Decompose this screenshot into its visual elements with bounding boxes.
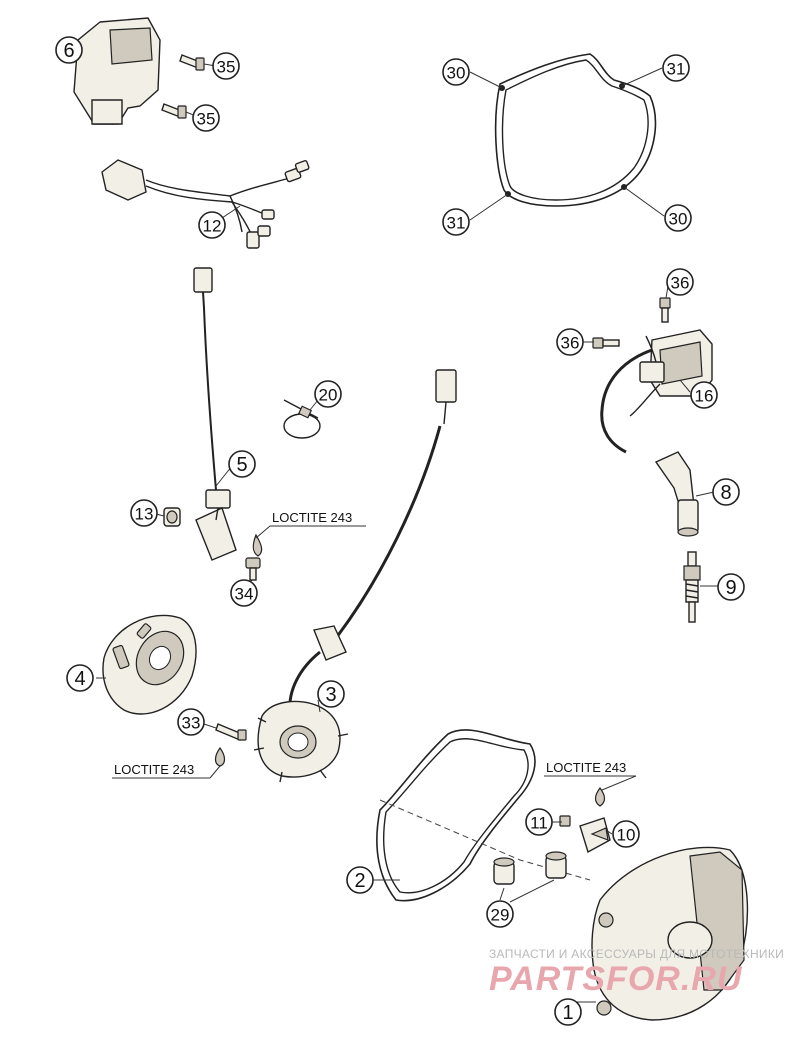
svg-text:31: 31: [447, 214, 466, 233]
svg-text:35: 35: [197, 110, 216, 129]
callout-36-left: 36: [556, 328, 584, 356]
svg-text:8: 8: [720, 482, 731, 504]
callout-31-lower: 31: [442, 208, 470, 236]
callout-10: 10: [612, 820, 640, 848]
svg-text:16: 16: [695, 387, 714, 406]
callout-9: 9: [717, 573, 745, 601]
callout-30-lower: 30: [664, 204, 692, 232]
callout-5: 5: [228, 450, 256, 478]
callout-6: 6: [55, 36, 83, 64]
callout-13: 13: [130, 499, 158, 527]
callout-30-upper: 30: [442, 58, 470, 86]
svg-text:36: 36: [671, 274, 690, 293]
cover-gasket-upper: [494, 53, 657, 207]
svg-text:2: 2: [354, 870, 365, 892]
loctite-label-upper: LOCTITE 243: [272, 510, 352, 525]
svg-text:36: 36: [561, 334, 580, 353]
svg-text:34: 34: [235, 585, 254, 604]
watermark-logo: PARTSFOR.RU: [489, 960, 743, 998]
cdi-unit: [73, 17, 161, 125]
svg-text:20: 20: [319, 386, 338, 405]
stator: [253, 369, 457, 783]
svg-text:31: 31: [667, 60, 686, 79]
svg-text:30: 30: [669, 210, 688, 229]
screw-11: [559, 815, 571, 827]
bolt-35-lower: [161, 103, 187, 119]
callout-4: 4: [66, 664, 94, 692]
svg-text:6: 6: [63, 40, 74, 62]
svg-text:1: 1: [562, 1002, 573, 1024]
callout-35-upper: 35: [212, 52, 240, 80]
pickup-sensor: [193, 267, 237, 561]
screw-34: [245, 557, 261, 581]
svg-text:3: 3: [325, 684, 336, 706]
svg-text:33: 33: [182, 714, 201, 733]
callout-34: 34: [230, 579, 258, 607]
svg-text:10: 10: [617, 826, 636, 845]
ignition-cover-gasket: [376, 729, 536, 902]
grommet-13: [163, 507, 181, 527]
callout-29: 29: [486, 900, 514, 928]
callout-2: 2: [346, 866, 374, 894]
callout-1: 1: [554, 998, 582, 1026]
loctite-drop-upper: [252, 533, 263, 557]
callout-12: 12: [198, 211, 226, 239]
svg-text:9: 9: [725, 577, 736, 599]
svg-text:35: 35: [217, 58, 236, 77]
callout-33: 33: [177, 708, 205, 736]
ignition-coil: [600, 329, 713, 454]
cable-tie: [283, 399, 321, 439]
loctite-drop-lower: [214, 746, 226, 767]
cable-clamp-10: [579, 817, 611, 854]
callout-31-upper: 31: [662, 54, 690, 82]
bolt-36-upper: [659, 297, 671, 323]
callout-11: 11: [525, 808, 553, 836]
ignition-cover: [591, 846, 749, 1021]
screw-33: [215, 723, 247, 741]
svg-text:4: 4: [74, 668, 85, 690]
svg-text:30: 30: [447, 64, 466, 83]
callout-20: 20: [314, 380, 342, 408]
bolt-35-upper: [179, 54, 205, 71]
loctite-drop-right: [594, 786, 606, 807]
callout-3: 3: [317, 680, 345, 708]
wiring-harness: [101, 159, 310, 249]
spark-plug: [683, 551, 701, 623]
callout-35-lower: 35: [192, 104, 220, 132]
watermark-caption: ЗАПЧАСТИ И АКСЕССУАРЫ ДЛЯ МОТОТЕХНИКИ: [489, 947, 785, 961]
svg-text:5: 5: [236, 454, 247, 476]
svg-text:13: 13: [135, 505, 154, 524]
bolt-36-left: [592, 337, 620, 349]
spark-plug-cap: [654, 451, 699, 537]
loctite-label-lower-left: LOCTITE 243: [114, 762, 194, 777]
callout-16: 16: [690, 381, 718, 409]
svg-text:11: 11: [530, 814, 548, 833]
svg-text:12: 12: [203, 217, 222, 236]
svg-text:29: 29: [491, 906, 510, 925]
callout-36-upper: 36: [666, 268, 694, 296]
flywheel-rotor: [102, 614, 197, 715]
callout-8: 8: [712, 478, 740, 506]
loctite-label-lower-right: LOCTITE 243: [546, 760, 626, 775]
dowel-sleeves: [493, 851, 567, 885]
